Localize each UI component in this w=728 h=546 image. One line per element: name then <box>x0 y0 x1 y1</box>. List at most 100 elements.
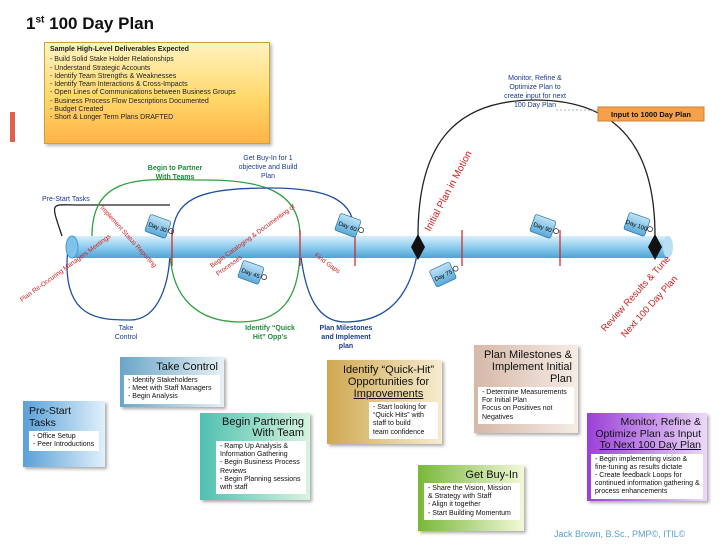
card-title-line: Opportunities for <box>347 376 430 388</box>
get-buyin-arc <box>171 187 356 237</box>
note-item: - Open Lines of Communications between B… <box>50 89 236 97</box>
card-item: & Strategy with Staff <box>428 493 492 501</box>
note-item: - Build Solid Stake Holder Relationships <box>50 56 174 64</box>
day-tag-60: Day 60 <box>334 213 364 238</box>
quick-hit-label: Identify “Quick <box>245 325 295 332</box>
quick-hit-label: Hit” Opp’s <box>253 334 287 341</box>
pipe-end-cap <box>65 235 79 259</box>
card-item: Negatives <box>482 413 514 421</box>
note-item: - Short & Longer Term Plans DRAFTED <box>50 114 174 122</box>
get-buyin-label: objective and Build <box>239 164 298 171</box>
day-tag-100: Day 100 <box>623 212 653 237</box>
day-tag-30: Day 30 <box>144 214 174 239</box>
card-item: - Office Setup <box>33 433 76 440</box>
left-accent-bar <box>10 112 15 142</box>
input-plan-label: Input to 1000 Day Plan <box>611 110 691 119</box>
pre-start-arc <box>54 204 170 237</box>
card-item: with staff <box>220 484 248 492</box>
card-item: “Quick Hits” with <box>373 412 424 420</box>
card-item: fine-tuning as results dictate <box>595 463 683 471</box>
card-title: Pre-Start Tasks <box>29 405 72 429</box>
card-title: Begin Partnering With Team <box>200 413 310 441</box>
card-title-line: Begin Partnering <box>222 416 304 428</box>
monitor-label: create input for next <box>504 93 566 100</box>
begin-partner-label: Begin to Partner <box>148 165 203 172</box>
card-title-line: Monitor, Refine & <box>620 416 701 428</box>
card-item: - Begin Planning sessions <box>220 475 301 483</box>
card-item: process enhancements <box>595 488 668 496</box>
card-item: For Initial Plan <box>482 397 527 405</box>
card-title-line: Implement Initial <box>491 361 572 373</box>
card-item: Reviews <box>220 467 247 475</box>
quick-hit-arc <box>169 247 301 323</box>
note-heading: Sample High-Level Deliverables Expected <box>50 46 189 53</box>
pipe-end-cap <box>663 236 673 258</box>
note-item: - Identify Team Interactions & Cross-Imp… <box>50 81 188 89</box>
card-begin-partnering: Begin Partnering With Team - Ramp Up Ana… <box>200 413 310 500</box>
card-item: - Identify Stakeholders <box>128 377 198 384</box>
card-item: - Determine Measurements <box>482 389 567 396</box>
monitor-label: 100 Day Plan <box>514 102 556 109</box>
take-control-arc <box>66 247 171 321</box>
take-control-label: Take <box>119 325 134 332</box>
monitor-label: Monitor, Refine & <box>508 75 562 82</box>
get-buyin-label: Plan <box>261 173 275 180</box>
monitor-label: Optimize Plan to <box>509 84 560 91</box>
card-monitor: Monitor, Refine & Optimize Plan as Input… <box>587 413 707 501</box>
note-item: - Budget Created <box>50 106 104 114</box>
page-title: 1st 100 Day Plan <box>26 14 155 33</box>
card-item: staff to build <box>373 420 411 428</box>
card-item: - Share the Vision, Mission <box>428 485 512 492</box>
get-buyin-label: Get Buy-In for 1 <box>243 155 293 162</box>
begin-partner-label: With Teams <box>156 174 195 181</box>
card-item: Information Gathering <box>220 451 288 459</box>
card-title: Take Control <box>156 361 218 373</box>
card-quick-hit: Identify “Quick-Hit” Opportunities for I… <box>327 360 442 444</box>
card-title: Plan Milestones & Implement Initial Plan <box>474 345 578 387</box>
day-tag-90: Day 90 <box>529 214 559 239</box>
card-item: Focus on Positives not <box>482 405 553 413</box>
card-title-line: Plan Milestones & <box>483 349 572 361</box>
pre-start-label: Pre-Start Tasks <box>42 196 90 203</box>
note-item: - Understand Strategic Accounts <box>50 64 151 72</box>
milestones-label: and Implement <box>321 334 371 341</box>
card-item: - Start Building Momentum <box>428 509 511 517</box>
card-milestones: Plan Milestones & Implement Initial Plan… <box>474 345 578 433</box>
card-pre-start: Pre-Start Tasks - Office Setup - Peer In… <box>23 401 105 467</box>
card-item: team confidence <box>373 428 425 436</box>
initial-motion-label: Initial Plan in Motion <box>423 149 475 233</box>
card-get-buyin: Get Buy-In - Share the Vision, Mission &… <box>418 465 524 531</box>
card-title-line: Identify “Quick-Hit” <box>342 364 435 376</box>
card-item: - Create feedback Loops for <box>595 471 682 479</box>
card-title: Monitor, Refine & Optimize Plan as Input… <box>587 413 707 454</box>
card-item: - Ramp Up Analysis & <box>220 443 289 450</box>
card-title-line: Optimize Plan as Input <box>595 427 701 440</box>
milestone-diamond <box>648 234 662 260</box>
begin-partner-arc <box>91 178 301 237</box>
card-item: - Meet with Staff Managers <box>128 385 212 393</box>
card-title: Identify “Quick-Hit” Opportunities for I… <box>327 360 442 402</box>
monitor-arc <box>417 99 656 237</box>
card-title-line: Plan <box>549 373 572 385</box>
card-item: - Begin Business Process <box>220 459 300 467</box>
take-control-label: Control <box>115 334 138 341</box>
card-item: - Start looking for <box>373 404 427 411</box>
card-take-control: Take Control - Identify Stakeholders - M… <box>120 357 224 407</box>
card-title-line: With Team <box>252 427 304 439</box>
milestones-label: Plan Milestones <box>320 325 373 332</box>
day-tag-75: Day 75 <box>429 262 459 288</box>
milestones-label: plan <box>339 343 353 350</box>
deliverables-note: Sample High-Level Deliverables Expected … <box>44 42 270 144</box>
note-item: - Business Process Flow Descriptions Doc… <box>50 97 209 105</box>
author-signature: Jack Brown, B.Sc., PMP©, ITIL© <box>554 529 686 539</box>
timeline-pipe <box>72 236 668 258</box>
card-title-line: To Next 100 Day Plan <box>599 439 701 451</box>
card-item: - Begin implementing vision & <box>595 455 688 463</box>
note-item: - Identify Team Strengths & Weaknesses <box>50 72 177 80</box>
card-item: - Align it together <box>428 501 481 509</box>
input-plan-banner <box>597 106 705 122</box>
milestone-diamond <box>411 234 425 260</box>
card-item: continued information gathering & <box>595 480 700 488</box>
card-item: - Peer Introductions <box>33 441 95 449</box>
